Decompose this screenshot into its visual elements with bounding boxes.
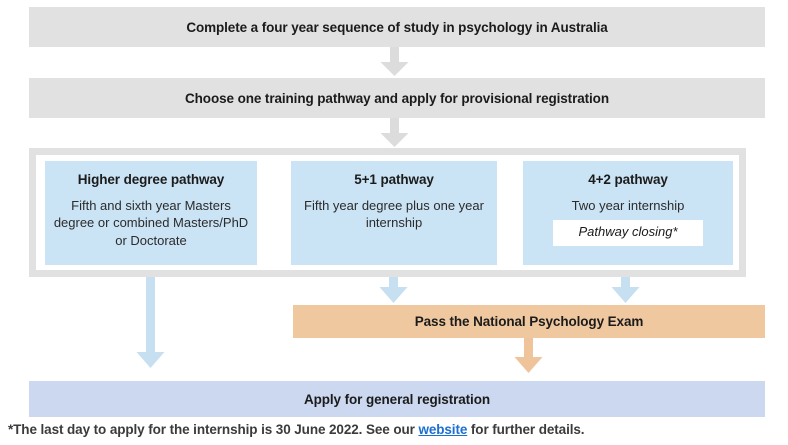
footnote-text-after-link: for further details. xyxy=(467,422,585,437)
down-arrow-icon-exam-to-registration xyxy=(514,338,543,373)
pathway-card-4plus2[interactable]: 4+2 pathway Two year internship Pathway … xyxy=(523,161,733,265)
pathway-card-5plus1[interactable]: 5+1 pathway Fifth year degree plus one y… xyxy=(291,161,497,265)
step-apply-general-registration: Apply for general registration xyxy=(29,381,765,417)
step-apply-general-registration-label: Apply for general registration xyxy=(303,391,491,407)
pathway-card-4plus2-description: Two year internship xyxy=(571,198,685,214)
pathway-card-higher-degree-description: Fifth and sixth year Masters degree or c… xyxy=(53,198,249,248)
step-complete-study: Complete a four year sequence of study i… xyxy=(29,7,765,47)
footnote-website-link[interactable]: website xyxy=(418,422,468,437)
pathway-card-higher-degree[interactable]: Higher degree pathway Fifth and sixth ye… xyxy=(45,161,257,265)
down-arrow-icon-choose-to-pathways xyxy=(380,118,409,147)
step-choose-pathway-label: Choose one training pathway and apply fo… xyxy=(185,90,609,106)
down-arrow-icon-higher-degree-to-registration xyxy=(136,265,165,368)
footnote: *The last day to apply for the internshi… xyxy=(8,422,778,437)
step-complete-study-label: Complete a four year sequence of study i… xyxy=(186,19,608,35)
pathway-card-4plus2-closing-badge: Pathway closing* xyxy=(553,220,703,246)
footnote-text-before-link: *The last day to apply for the internshi… xyxy=(8,422,419,437)
step-choose-pathway: Choose one training pathway and apply fo… xyxy=(29,78,765,118)
pathway-card-higher-degree-title: Higher degree pathway xyxy=(77,172,225,187)
pathway-card-4plus2-title: 4+2 pathway xyxy=(588,172,668,187)
pathway-card-5plus1-description: Fifth year degree plus one year internsh… xyxy=(304,198,484,231)
pathway-card-5plus1-title: 5+1 pathway xyxy=(354,172,434,187)
step-pass-national-exam: Pass the National Psychology Exam xyxy=(293,305,765,338)
step-pass-national-exam-label: Pass the National Psychology Exam xyxy=(414,314,644,329)
down-arrow-icon-study-to-choose xyxy=(380,47,409,76)
